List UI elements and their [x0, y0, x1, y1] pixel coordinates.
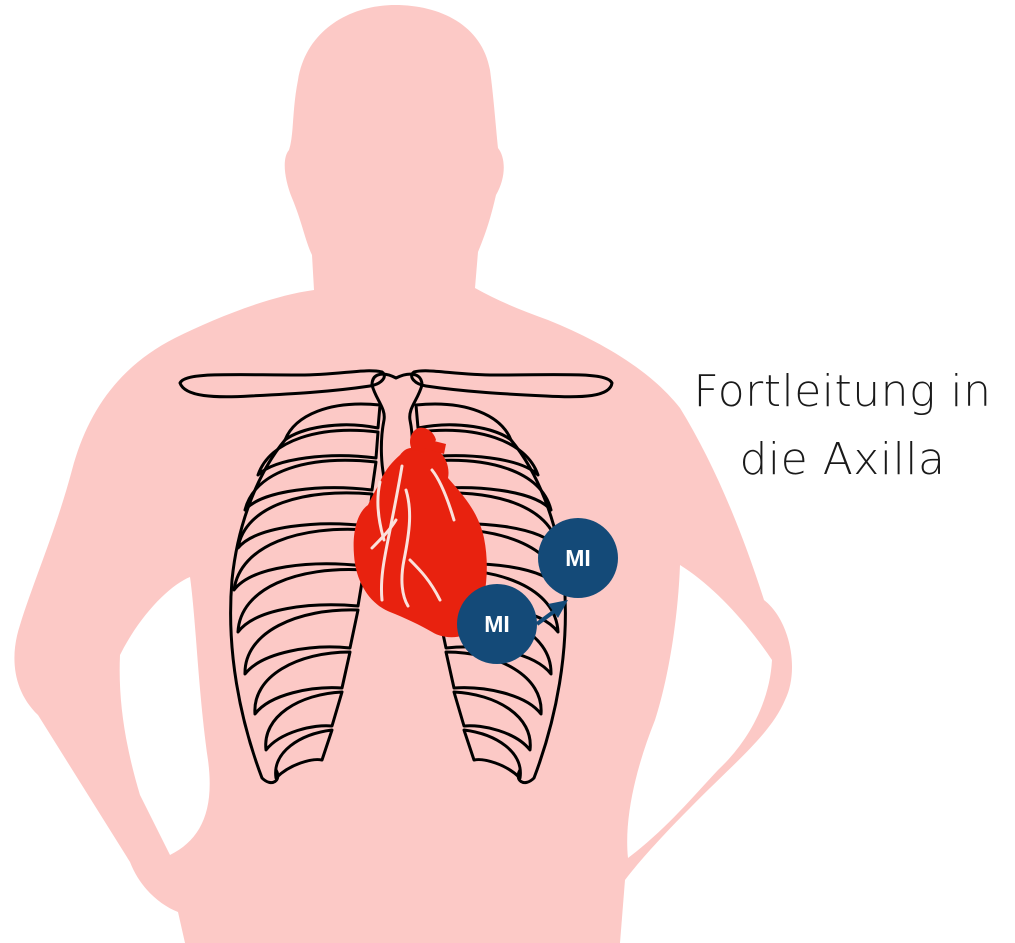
- mi-label-upper: MI: [565, 545, 591, 571]
- caption-line-2: die Axilla: [670, 426, 1015, 494]
- mi-label-lower: MI: [484, 611, 510, 637]
- mi-marker-lower: MI: [457, 584, 537, 664]
- mi-marker-upper: MI: [538, 518, 618, 598]
- caption: Fortleitung in die Axilla: [670, 358, 1015, 494]
- caption-line-1: Fortleitung in: [670, 358, 1015, 426]
